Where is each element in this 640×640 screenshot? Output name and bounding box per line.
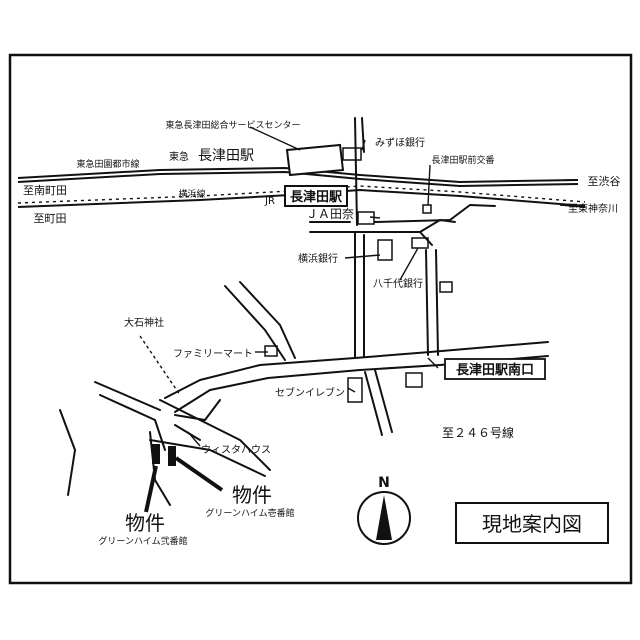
tokyu-prefix-label: 東急 (169, 150, 189, 163)
property-1-label: 物件 (232, 483, 272, 507)
vista-house-leader (187, 431, 201, 447)
seven-eleven-box (347, 377, 363, 403)
jr-station-box (284, 185, 348, 207)
map-title-box (455, 502, 609, 544)
south-exit-label: 長津田駅南口 (456, 362, 534, 378)
ja-label: ＪＡ田奈 (306, 207, 354, 221)
familymart-label: ファミリーマート (173, 349, 253, 360)
building-box-south (405, 372, 423, 388)
tokyu-line-label: 東急田園都市線 (76, 158, 139, 170)
oishi-shrine-label: 大石神社 (124, 316, 164, 329)
north-arrow-icon (376, 495, 392, 540)
seven-eleven-leader (347, 387, 356, 393)
small-building-box (439, 281, 453, 293)
ja-box (357, 211, 375, 225)
minami-machida-label: 至南町田 (23, 184, 67, 197)
familymart-box (264, 345, 278, 357)
jr-line-label: JR (264, 196, 275, 207)
tokyu-station-building (285, 143, 345, 177)
property-2-marker (152, 444, 160, 464)
yokohama-bank-box (377, 239, 393, 261)
vista-house-label: ウィスタハウス (201, 444, 271, 456)
jr-station-label: 長津田駅 (290, 189, 343, 205)
map-title: 現地案内図 (482, 512, 582, 536)
police-box (422, 204, 432, 214)
compass: N (357, 475, 411, 545)
hachijuni-label: 八千代銀行 (373, 277, 423, 290)
mizuho-label: みずほ銀行 (375, 136, 425, 149)
seven-eleven-label: セブンイレブン (275, 386, 345, 399)
hachijuni-bank-box (411, 237, 429, 249)
yokohama-bank-label: 横浜銀行 (298, 252, 338, 265)
police-box-leader (427, 164, 431, 206)
property-1-pointer (174, 456, 224, 492)
machida-label: 至町田 (34, 212, 67, 225)
police-box-label: 長津田駅前交番 (431, 154, 494, 166)
mizuho-leader (361, 139, 366, 151)
higashi-kanagawa-label: 至東神奈川 (568, 202, 618, 215)
higashi-kanagawa-arrow (559, 204, 586, 208)
map-frame (8, 53, 633, 585)
service-center-leader (249, 126, 301, 151)
property-2-name: グリーンハイム弐番館 (98, 535, 187, 547)
shibuya-label: 至渋谷 (588, 175, 621, 188)
yokohama-line-label: 横浜線 (178, 188, 205, 200)
yokohama-bank-leader (344, 254, 381, 259)
south-exit-box (444, 358, 546, 380)
hachijuni-leader (399, 247, 419, 281)
mizuho-bank-box (342, 147, 362, 161)
tokyu-station-label: 長津田駅 (198, 148, 254, 164)
property-2-pointer (144, 465, 158, 513)
property-1-name: グリーンハイム壱番館 (205, 507, 294, 519)
route246-label: 至２４６号線 (442, 425, 514, 440)
south-exit-leader (427, 357, 439, 369)
service-center-label: 東急長津田総合サービスセンター (165, 119, 300, 131)
property-1-marker (168, 446, 176, 466)
ja-leader (369, 216, 381, 219)
compass-letter: N (378, 475, 390, 491)
property-2-label: 物件 (125, 511, 165, 535)
